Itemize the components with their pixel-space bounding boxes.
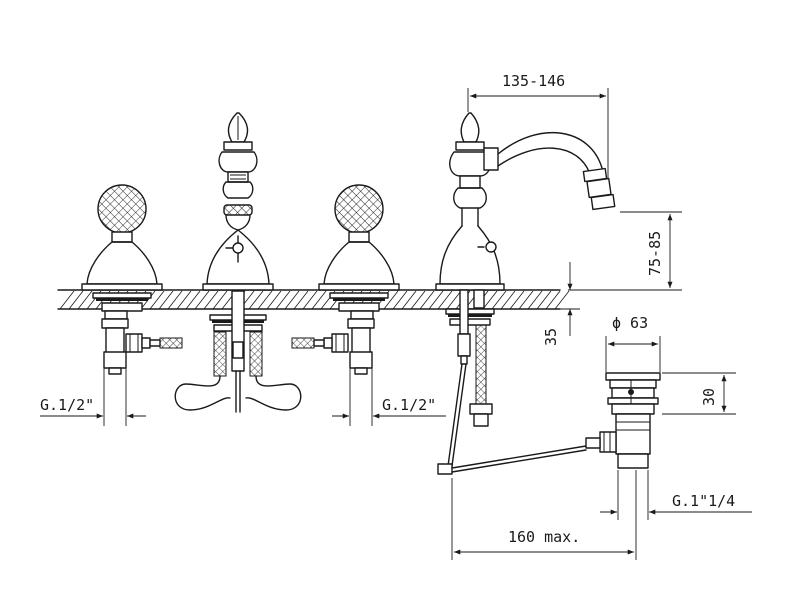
bidet-spout-side	[435, 112, 616, 475]
left-handle	[81, 184, 183, 375]
label-spout-height: 75-85	[646, 231, 664, 276]
label-spout-reach: 135-146	[502, 72, 565, 90]
label-rod-length: 160 max.	[508, 528, 580, 546]
label-waste-diameter: ϕ 63	[612, 314, 648, 332]
pop-up-waste	[585, 372, 661, 469]
dimension-lines	[40, 88, 752, 560]
label-left-thread: G.1/2"	[40, 396, 94, 414]
label-waste-thread: G.1"1/4	[672, 492, 735, 510]
label-right-thread: G.1/2"	[382, 396, 436, 414]
right-handle	[291, 184, 400, 375]
label-waste-height: 30	[700, 388, 718, 406]
center-spout-front	[174, 112, 302, 413]
label-deck-thickness: 35	[542, 328, 560, 346]
